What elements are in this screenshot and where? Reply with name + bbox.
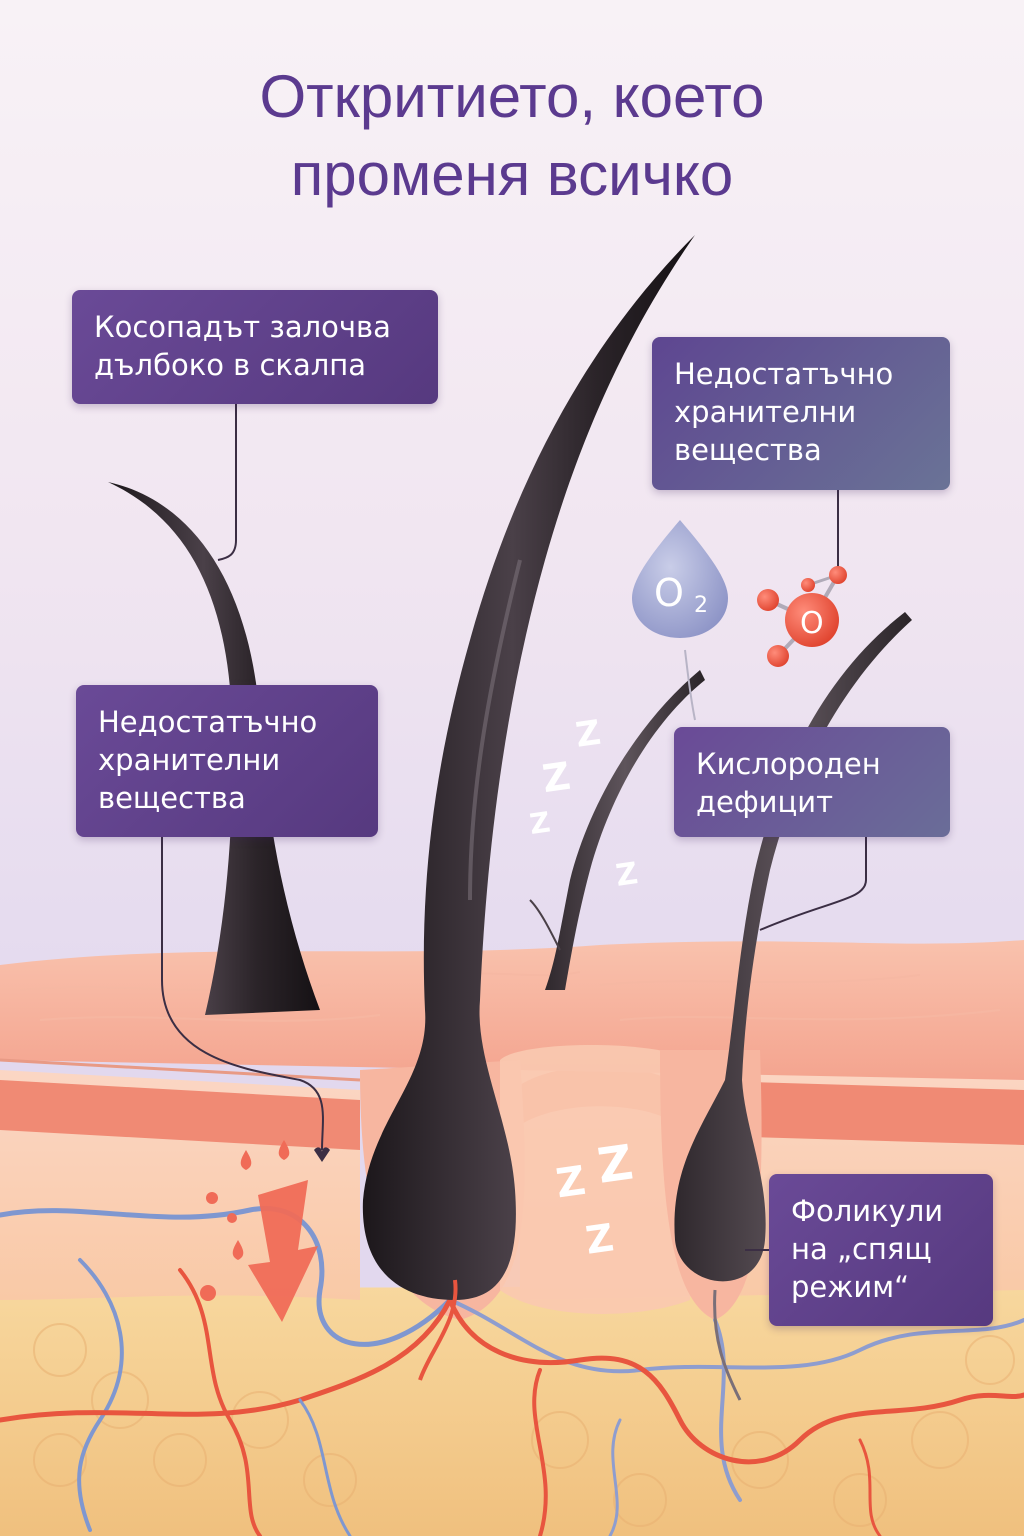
callout-dormant-follicles: Фоликули на „спящ режим“: [769, 1174, 993, 1326]
sleep-z-icon: Z: [594, 1134, 636, 1194]
oxygen-subscript: 2: [694, 593, 708, 618]
page-title-line: Откритието, което: [259, 63, 765, 130]
callout-nutrients-top: Недостатъчно хранителни вещества: [652, 337, 950, 490]
callout-line: дефицит: [696, 785, 834, 819]
epidermis-band-right: [680, 1080, 1024, 1145]
sleep-z-icon: Z: [583, 1215, 616, 1262]
blood-vessels: [0, 1206, 1024, 1536]
connector-oxygen-drop: [684, 649, 696, 721]
artery: [532, 1368, 548, 1536]
callout-line: Фоликули: [791, 1194, 944, 1228]
hair-center: [362, 235, 695, 1300]
molecule-symbol: O: [800, 606, 824, 641]
vein: [77, 1258, 124, 1532]
callout-line: вещества: [674, 433, 822, 467]
hair-right: [674, 612, 912, 1282]
skin-surface-texture: [19, 971, 1001, 1022]
oxygen-drop-icon: O 2: [632, 520, 728, 638]
connector-hair-loss: [217, 404, 237, 561]
sleep-z-icon: Z: [540, 754, 573, 801]
callout-line: Косопадът залочва: [94, 310, 391, 344]
connector-nutrients-left: [161, 837, 324, 1151]
vein: [608, 1418, 622, 1536]
page-title-line: променя всичко: [290, 141, 734, 208]
callout-line: режим“: [791, 1270, 910, 1304]
hair-root-tail: [713, 1289, 742, 1401]
sleep-z-icon: Z: [573, 713, 603, 756]
sleep-z-icon: Z: [553, 1158, 588, 1208]
droplet-icon: [206, 1192, 218, 1204]
callout-hair-loss: Косопадът залочва дълбоко в скалпа: [72, 290, 438, 404]
nutrient-droplets: [200, 1140, 290, 1301]
artery: [178, 1268, 262, 1536]
molecule-icon: O: [757, 566, 847, 667]
down-arrow-icon: [248, 1180, 318, 1322]
callout-oxygen-deficit: Кислороден дефицит: [674, 727, 950, 837]
callout-line: на „спящ: [791, 1232, 932, 1266]
vein: [448, 1298, 1024, 1374]
follicle-pocket-right: [500, 1045, 690, 1314]
artery: [0, 1297, 453, 1423]
vein: [298, 1398, 352, 1536]
artery: [858, 1438, 882, 1536]
callout-nutrients-left: Недостатъчно хранителни вещества: [76, 685, 378, 837]
droplet-icon: [200, 1285, 216, 1301]
page-title: Откритието, което променя всичко: [0, 58, 1024, 214]
vein: [0, 1206, 453, 1347]
oxygen-symbol: O: [654, 571, 684, 615]
fat-layer: [0, 1270, 1024, 1536]
droplet-icon: [232, 1240, 244, 1260]
hair-thin-middle: [545, 670, 705, 990]
sleep-icons: Z Z Z Z Z Z Z: [528, 713, 641, 1263]
callout-line: дълбоко в скалпа: [94, 348, 366, 382]
droplet-icon: [240, 1150, 252, 1170]
epidermis-band-left: [0, 1080, 360, 1150]
vein: [713, 1318, 742, 1502]
callout-line: Недостатъчно: [674, 357, 894, 391]
callout-line: хранителни: [98, 743, 281, 777]
callout-line: Кислороден: [696, 747, 881, 781]
callout-line: Недостатъчно: [98, 705, 318, 739]
hair-left: [108, 482, 320, 1015]
skin-block-edge: [0, 1058, 361, 1082]
hairs: [108, 235, 912, 1401]
sleep-z-icon: Z: [528, 805, 553, 841]
heart-arrow-icon: [314, 1147, 330, 1162]
droplet-icon: [227, 1213, 237, 1223]
hair-thin-middle-whisker: [529, 899, 561, 951]
droplet-icon: [278, 1140, 290, 1160]
connector-lines: [161, 404, 867, 1252]
callout-line: хранителни: [674, 395, 857, 429]
hair-center-highlight: [468, 559, 522, 901]
artery: [447, 1297, 1024, 1465]
connector-oxygen: [759, 837, 867, 931]
callout-line: вещества: [98, 781, 246, 815]
hair-center-root: [418, 1279, 458, 1381]
sleep-z-icon: Z: [614, 856, 640, 894]
